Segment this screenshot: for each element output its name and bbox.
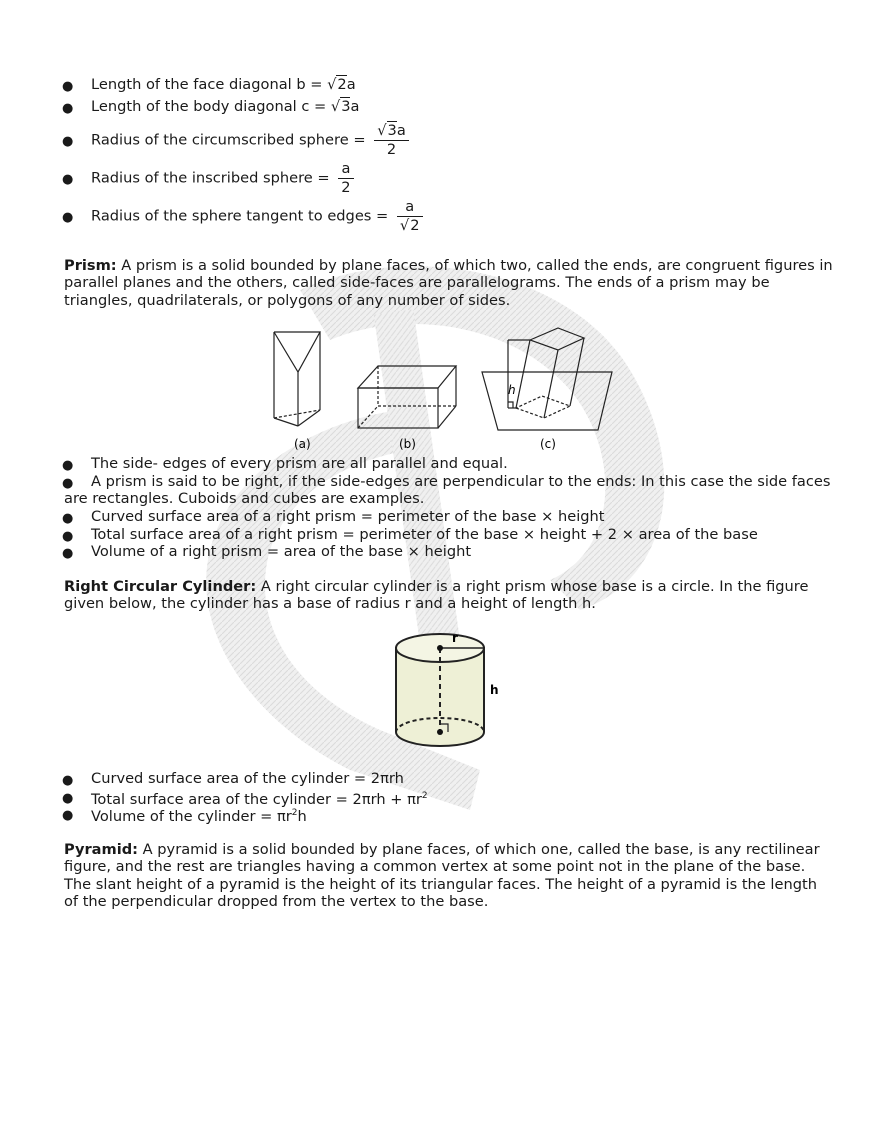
prism-paragraph: Prism: A prism is a solid bounded by pla… [64,257,834,309]
figure-label-a: (a) [294,437,311,451]
numerator: √3a [374,121,409,141]
radicand: 2 [409,216,420,234]
figure-h-label: h [508,383,516,397]
numerator: a [338,160,354,179]
list-bullet: ● [62,546,74,561]
list-bullet: ● [62,134,74,149]
text: Volume of the cylinder = [91,807,277,825]
cylinder-bullet-2: Total surface area of the cylinder = 2πr… [91,788,428,808]
list-bullet: ● [62,773,74,788]
cylinder-heading: Right Circular Cylinder: [64,578,257,595]
list-bullet: ● [62,808,74,823]
pyramid-paragraph: Pyramid: A pyramid is a solid bounded by… [64,841,834,910]
text: rh + [370,790,408,808]
list-bullet: ● [62,476,74,491]
text: Curved surface area of the cylinder = 2 [91,770,381,787]
denominator: 2 [341,179,351,196]
cylinder-bullet-1: Curved surface area of the cylinder = 2π… [91,770,404,787]
list-bullet: ● [62,172,74,187]
prism-text: A prism is a solid bounded by plane face… [64,257,833,309]
cylinder-r-label: r [452,631,458,645]
fraction: √3a 2 [374,121,409,159]
superscript: 2 [291,808,298,818]
cylinder-figure: r h [395,631,499,747]
pi-symbol: π [407,790,416,808]
list-bullet: ● [62,529,74,544]
circumscribed-label: Radius of the circumscribed sphere = [91,131,366,149]
text: rh [388,770,404,787]
denominator: 2 [386,141,397,158]
variable: a [350,98,360,115]
fraction: a √2 [396,198,423,235]
face-diagonal-line: Length of the face diagonal b = √2a [91,75,356,93]
prism-bullet-5: Volume of a right prism = area of the ba… [91,543,472,560]
prism-bullet-1: The side- edges of every prism are all p… [91,455,508,472]
pyramid-heading: Pyramid: [64,841,139,858]
superscript: 2 [421,791,428,801]
inscribed-sphere-line: Radius of the inscribed sphere = a 2 [91,160,354,197]
variable: a [396,122,406,139]
figure-label-c: (c) [540,437,556,451]
prism-bullet-2: A prism is said to be right, if the side… [91,473,831,490]
face-diagonal-label: Length of the face diagonal b = [91,76,323,93]
radicand: 3 [386,121,397,139]
pyramid-text: A pyramid is a solid bounded by plane fa… [64,841,820,910]
figure-label-b: (b) [399,437,416,451]
fraction: a 2 [338,160,354,197]
cylinder-bullet-3: Volume of the cylinder = πr2h [91,805,307,825]
prism-figure: h (a) (b) (c) [273,327,613,451]
list-bullet: ● [62,79,74,94]
pi-symbol: π [380,770,389,787]
radicand: 3 [340,97,351,115]
numerator: a [396,198,423,217]
pi-symbol: π [361,790,371,808]
pi-symbol: π [276,807,286,825]
prism-heading: Prism: [64,257,117,274]
list-bullet: ● [62,458,74,473]
body-diagonal-label: Length of the body diagonal c = [91,98,327,115]
body-diagonal-line: Length of the body diagonal c = √3a [91,97,360,115]
list-bullet: ● [62,791,74,806]
prism-bullet-3: Curved surface area of a right prism = p… [91,508,605,525]
text: Total surface area of the cylinder = 2 [91,790,362,808]
tangent-label: Radius of the sphere tangent to edges = [91,207,389,225]
prism-bullet-2-continued: are rectangles. Cuboids and cubes are ex… [64,490,425,507]
tangent-sphere-line: Radius of the sphere tangent to edges = … [91,198,423,235]
cylinder-text: A right circular cylinder is a right pri… [64,578,809,613]
cylinder-h-label: h [490,683,499,697]
list-bullet: ● [62,210,74,225]
denominator: √2 [399,216,420,234]
cylinder-paragraph: Right Circular Cylinder: A right circula… [64,578,834,613]
inscribed-label: Radius of the inscribed sphere = [91,169,330,187]
list-bullet: ● [62,101,74,116]
text: r [285,807,292,825]
sqrt-expression: √3 [330,97,351,115]
text: r [415,790,422,808]
sqrt-expression: √2 [327,75,347,93]
text: h [297,807,307,825]
circumscribed-sphere-line: Radius of the circumscribed sphere = √3a… [91,121,409,159]
variable: a [346,76,356,93]
radicand: 2 [336,75,347,93]
list-bullet: ● [62,511,74,526]
prism-bullet-4: Total surface area of a right prism = pe… [91,526,758,543]
